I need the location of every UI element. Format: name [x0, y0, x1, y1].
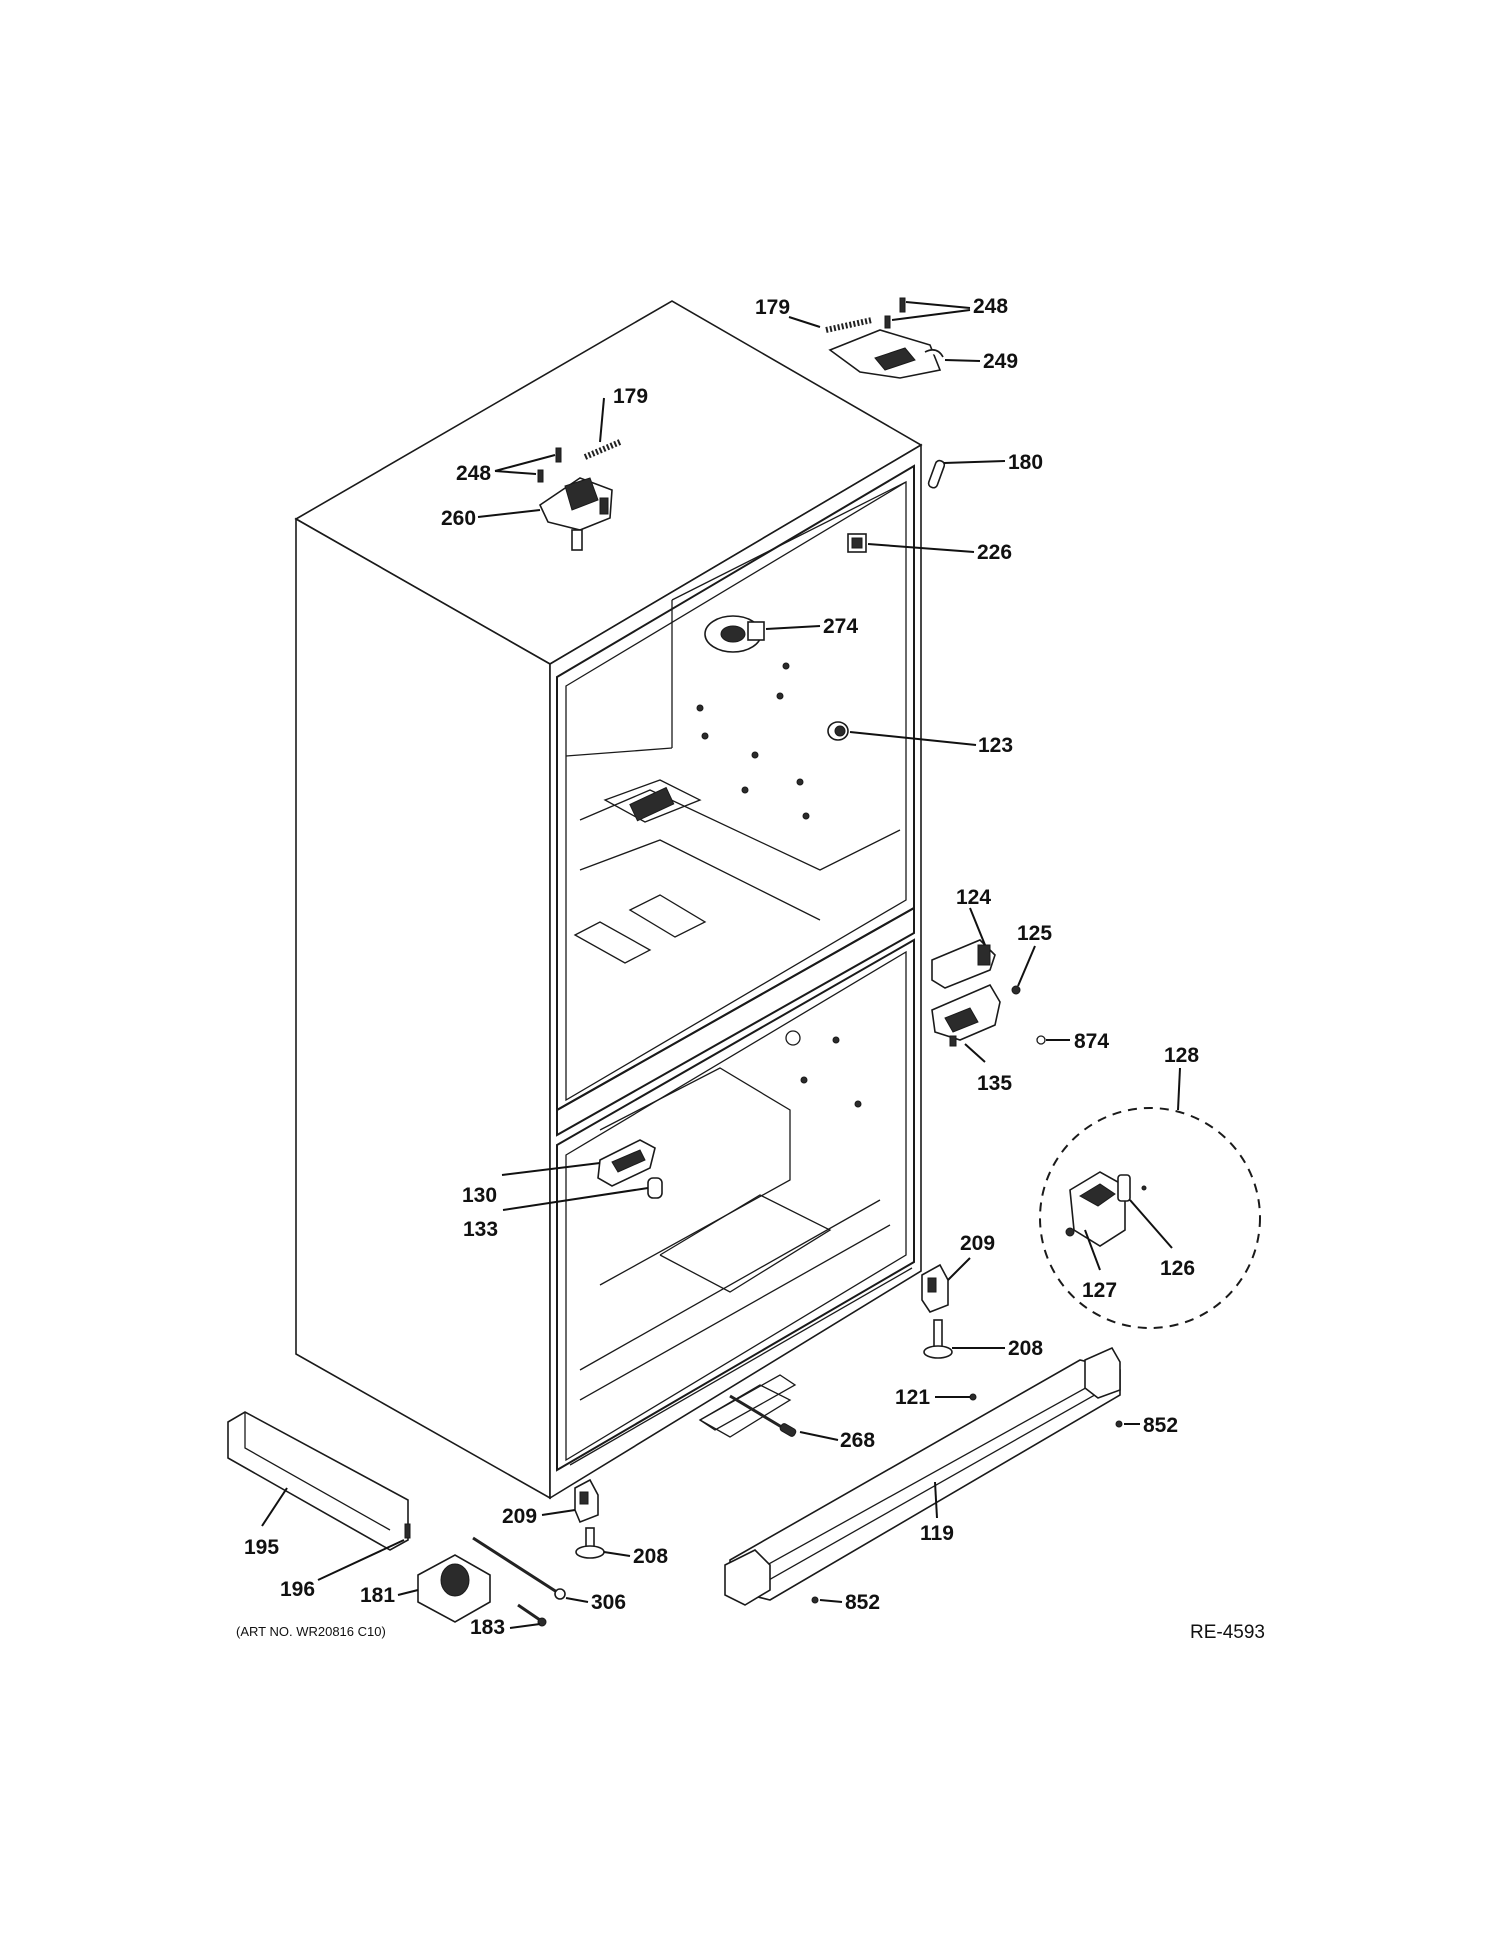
part-852-screw-a	[1115, 1420, 1123, 1428]
callout-226: 226	[977, 541, 1012, 564]
callout-128: 128	[1164, 1044, 1199, 1067]
callout-248-mid: 248	[456, 462, 491, 485]
callout-260: 260	[441, 507, 476, 530]
callout-labels: 179 248 249 179 248 260 180 226 274 123 …	[244, 295, 1199, 1639]
part-248-pins-mid	[537, 447, 562, 483]
callout-126: 126	[1160, 1257, 1195, 1280]
callout-119: 119	[920, 1522, 954, 1545]
part-306-rod	[472, 1536, 566, 1600]
part-226-switch	[847, 533, 867, 553]
part-260-hinge	[538, 477, 613, 551]
part-183-screw	[517, 1603, 547, 1627]
part-195-kickplate	[227, 1411, 409, 1551]
leader-lines	[261, 301, 1181, 1629]
callout-135: 135	[977, 1072, 1012, 1095]
part-125-screw	[1011, 985, 1021, 995]
part-209-bracket-left	[574, 1478, 599, 1524]
callout-125: 125	[1017, 922, 1052, 945]
callout-124: 124	[956, 886, 991, 909]
callout-209-left: 209	[502, 1505, 537, 1528]
part-208-leveler-right	[923, 1319, 953, 1359]
part-208-leveler-left	[575, 1527, 605, 1559]
part-196-screw	[404, 1523, 411, 1539]
part-135-hinge	[931, 983, 1001, 1047]
callout-274: 274	[823, 615, 858, 638]
part-130-bracket	[597, 1139, 656, 1187]
part-181-roller	[417, 1554, 491, 1623]
callout-195: 195	[244, 1536, 279, 1559]
callout-130: 130	[462, 1184, 497, 1207]
callout-268: 268	[840, 1429, 875, 1452]
part-209-bracket-right	[921, 1263, 949, 1313]
part-119-rail	[724, 1346, 1121, 1606]
callout-209-right: 209	[960, 1232, 995, 1255]
refrigerator-cabinet	[294, 300, 923, 1500]
part-852-screw-b	[811, 1596, 819, 1604]
callout-127: 127	[1082, 1279, 1117, 1302]
part-123-plug	[827, 721, 849, 741]
callout-306: 306	[591, 1591, 626, 1614]
vent-grille	[629, 786, 675, 822]
callout-123: 123	[978, 734, 1013, 757]
callout-852-a: 852	[1143, 1414, 1178, 1437]
part-268-rod	[729, 1394, 797, 1437]
part-124-bracket	[931, 939, 996, 989]
callout-874: 874	[1074, 1030, 1109, 1053]
part-121-screw	[969, 1393, 977, 1401]
callout-181: 181	[360, 1584, 395, 1607]
callout-183: 183	[470, 1616, 505, 1639]
callout-179-mid: 179	[613, 385, 648, 408]
part-249-hinge	[828, 329, 944, 379]
callout-852-b: 852	[845, 1591, 880, 1614]
part-874-clip	[1036, 1035, 1046, 1045]
part-274-fan-cover	[704, 615, 765, 653]
callout-196: 196	[280, 1578, 315, 1601]
callout-208-left: 208	[633, 1545, 668, 1568]
callout-180: 180	[1008, 451, 1043, 474]
art-number: (ART NO. WR20816 C10)	[236, 1624, 386, 1639]
callout-248-top: 248	[973, 295, 1008, 318]
callout-133: 133	[463, 1218, 498, 1241]
callout-249: 249	[983, 350, 1018, 373]
part-179-spring-top	[825, 317, 873, 333]
part-180-pin	[927, 459, 946, 489]
part-128-detail-group	[1039, 1107, 1261, 1329]
reference-number: RE-4593	[1190, 1622, 1265, 1643]
callout-179-top: 179	[755, 296, 790, 319]
part-133-knob	[647, 1177, 663, 1199]
callout-121: 121	[895, 1386, 930, 1409]
part-248-pins-top	[884, 297, 906, 329]
callout-208-right: 208	[1008, 1337, 1043, 1360]
